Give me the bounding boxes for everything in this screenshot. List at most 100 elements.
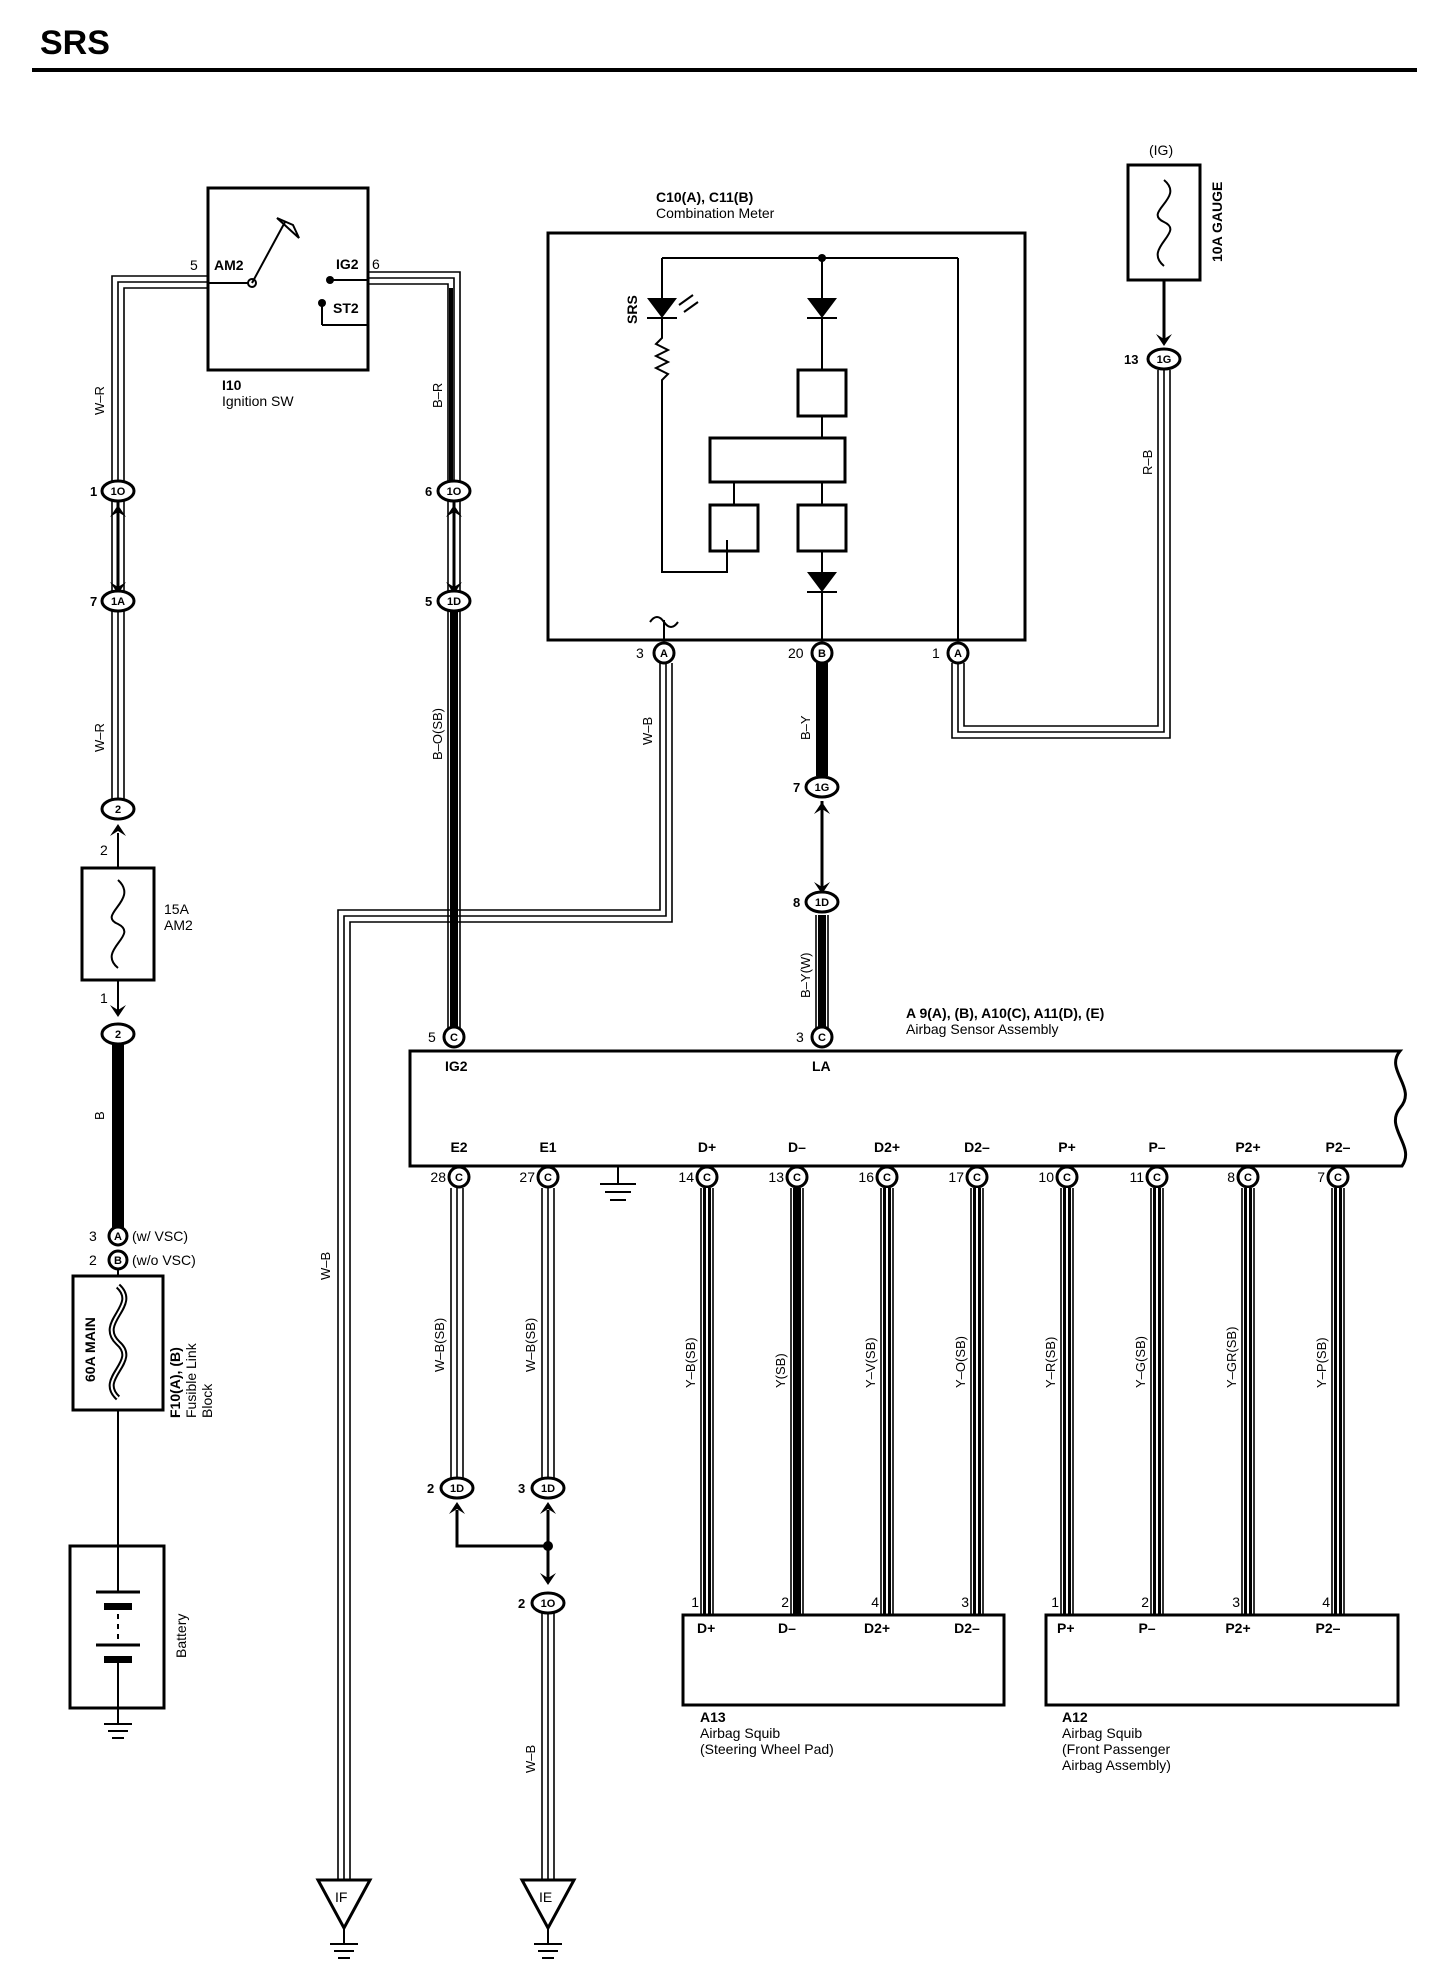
squib-wire-label: Y–B(SB): [683, 1337, 698, 1388]
squib-pin-label: P+: [1057, 1620, 1075, 1636]
sensor-pin-connector: [1055, 1165, 1079, 1189]
squib-pin-number: 3: [1232, 1594, 1240, 1610]
wire-w-b-meter-to-if: [337, 663, 673, 1880]
junction-7-1g: 1G 7: [793, 775, 840, 799]
ground-ie: IE: [519, 1878, 577, 1959]
svg-text:6: 6: [425, 484, 432, 499]
svg-text:(w/ VSC): (w/ VSC): [132, 1228, 188, 1244]
squib-pin-label: P–: [1138, 1620, 1155, 1636]
wire-label-b-y: B–Y: [798, 715, 813, 740]
svg-text:3: 3: [636, 645, 644, 661]
svg-text:2: 2: [427, 1481, 434, 1496]
sensor-pin-number: 27: [519, 1169, 535, 1185]
svg-text:F10(A), (B): F10(A), (B): [167, 1347, 183, 1418]
wire-label-b: B: [92, 1111, 107, 1120]
svg-text:1O: 1O: [541, 1598, 556, 1610]
gauge-fuse-supply: (IG): [1149, 142, 1173, 158]
svg-text:B: B: [818, 648, 826, 660]
squib-pin-number: 4: [871, 1594, 879, 1610]
sensor-pin-conn-letter: C: [1244, 1172, 1252, 1184]
sensor-bottom-pin: P+C10: [1038, 1139, 1079, 1189]
svg-text:60A MAIN: 60A MAIN: [82, 1317, 98, 1382]
svg-text:C: C: [818, 1032, 826, 1044]
svg-text:AM2: AM2: [164, 917, 193, 933]
squib-wire-label: Y–V(SB): [863, 1337, 878, 1388]
sensor-pin-label: D–: [788, 1139, 806, 1155]
svg-text:8: 8: [793, 895, 800, 910]
sensor-pin-number: 11: [1129, 1169, 1144, 1185]
svg-text:3: 3: [518, 1481, 525, 1496]
junction-8-1d: 1D 8: [793, 890, 840, 914]
junction-13-1g: 1G 13: [1124, 347, 1182, 371]
svg-text:(Steering Wheel Pad): (Steering Wheel Pad): [700, 1741, 834, 1757]
sensor-pin-label: D2+: [874, 1139, 900, 1155]
ignition-am2-pin-number: 5: [190, 257, 198, 273]
connector-2-lower: 2: [100, 1022, 136, 1046]
sensor-pin-label: D2–: [964, 1139, 990, 1155]
svg-text:2: 2: [89, 1252, 97, 1268]
sensor-pin-connector: [447, 1165, 471, 1189]
ignition-am2-pin-label: AM2: [214, 257, 244, 273]
svg-text:Fusible Link: Fusible Link: [183, 1342, 199, 1418]
sensor-pin-number: 17: [948, 1169, 964, 1185]
sensor-pin-label: E1: [539, 1139, 556, 1155]
sensor-bottom-pin: E1C 27: [519, 1139, 560, 1189]
sensor-pin-connector: [965, 1165, 989, 1189]
squib-pin-label: D2–: [954, 1620, 980, 1636]
airbag-sensor-assembly: IG2 LA: [408, 1049, 1408, 1201]
svg-text:1D: 1D: [447, 596, 461, 608]
fusible-link-connector-b: B 2 (w/o VSC): [89, 1249, 196, 1271]
wire-label-r-b: R–B: [1140, 450, 1155, 475]
svg-text:2: 2: [115, 804, 121, 816]
svg-text:Airbag Squib: Airbag Squib: [1062, 1725, 1142, 1741]
ignition-st2-pin-label: ST2: [333, 300, 359, 316]
sensor-pin-connector: [785, 1165, 809, 1189]
squib-wire: Y(SB): [773, 1188, 804, 1615]
svg-text:A: A: [114, 1231, 122, 1243]
svg-text:C: C: [450, 1032, 458, 1044]
sensor-pin-number: 28: [430, 1169, 446, 1185]
squib-wire: Y–G(SB): [1133, 1188, 1164, 1615]
svg-text:1: 1: [932, 645, 940, 661]
svg-text:Battery: Battery: [173, 1614, 189, 1658]
airbag-squib-a12: A12 Airbag Squib (Front Passenger Airbag…: [1044, 1613, 1400, 1773]
squib-wire: Y–GR(SB): [1224, 1188, 1255, 1615]
meter-connector-a3: A 3: [636, 641, 676, 665]
wire-label-e1: W–B(SB): [523, 1318, 538, 1372]
svg-text:2: 2: [518, 1596, 525, 1611]
wire-w-b-sb-e1: [541, 1188, 555, 1478]
svg-text:IE: IE: [539, 1889, 552, 1905]
squib-pins: D+1D–2D2+4D2–3P+1P–2P2+3P2–4: [691, 1594, 1340, 1636]
svg-text:7: 7: [793, 780, 800, 795]
title-rule: [32, 68, 1417, 72]
sensor-pin-number: 8: [1227, 1169, 1235, 1185]
svg-text:A: A: [954, 648, 962, 660]
wire-label-w-b-ie: W–B: [523, 1745, 538, 1773]
sensor-pin-conn-letter: C: [883, 1172, 891, 1184]
wire-label-w-r-lower: W–R: [92, 723, 107, 752]
sensor-pin-conn-letter: C: [544, 1172, 552, 1184]
svg-text:Block: Block: [199, 1383, 215, 1418]
ignition-switch: AM2 5 IG2 6 ST2 I10 Ignition SW: [190, 186, 380, 409]
svg-text:LA: LA: [812, 1058, 831, 1074]
ignition-ig2-pin-label: IG2: [336, 256, 359, 272]
meter-connector-b20: B 20: [788, 641, 834, 665]
am2-fuse-pin-top: 2: [100, 842, 108, 858]
sensor-bottom-pin: P2–C7: [1317, 1139, 1351, 1189]
sensor-pin-number: 14: [678, 1169, 694, 1185]
sensor-pin-connector: [1145, 1165, 1169, 1189]
airbag-squib-a13: A13 Airbag Squib (Steering Wheel Pad): [681, 1613, 1006, 1757]
squib-pin-number: 2: [1141, 1594, 1149, 1610]
svg-text:1A: 1A: [111, 596, 125, 608]
sensor-bottom-pins: E2C28E1C27D+C14D–C13D2+C16D2–C17P+C10P–C…: [430, 1139, 1351, 1189]
sensor-pin-label: P+: [1058, 1139, 1076, 1155]
wire-w-b-sb-e2: [450, 1188, 464, 1478]
svg-text:Airbag Assembly): Airbag Assembly): [1062, 1757, 1171, 1773]
svg-text:20: 20: [788, 645, 804, 661]
junction-2-1d: 1D 2: [427, 1476, 475, 1500]
sensor-pin-label: P–: [1148, 1139, 1165, 1155]
wire-w-r-am2: [111, 275, 208, 800]
sensor-pin-conn-letter: C: [1153, 1172, 1161, 1184]
sensor-pin-label: P2–: [1326, 1139, 1351, 1155]
